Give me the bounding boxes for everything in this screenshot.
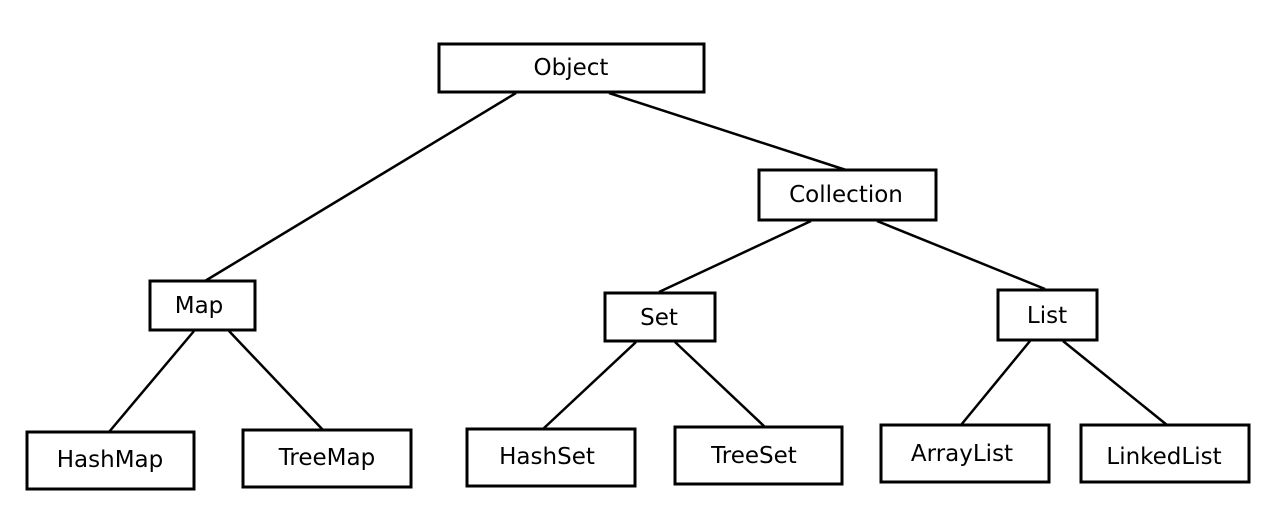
node-list-box <box>996 288 1099 342</box>
node-arraylist-label: ArrayList <box>911 441 1013 467</box>
node-object-box <box>437 42 706 94</box>
edge-object-map <box>204 91 517 283</box>
node-list-label: List <box>1027 303 1067 329</box>
node-arraylist: ArrayList <box>879 423 1051 484</box>
node-linkedlist-label: LinkedList <box>1106 444 1221 470</box>
node-set: Set <box>603 291 717 343</box>
edge-collection-list <box>876 219 1046 291</box>
edge-map-treemap <box>228 330 324 431</box>
node-hashmap-box <box>25 430 196 491</box>
edge-set-treeset <box>674 341 766 428</box>
node-treeset-label: TreeSet <box>710 443 797 469</box>
node-map-label: Map <box>175 293 224 319</box>
node-collection-box <box>757 168 938 222</box>
node-treemap-box <box>241 428 413 489</box>
node-set-box <box>603 291 717 343</box>
edge-map-hashmap <box>108 330 195 433</box>
edge-collection-set <box>658 219 812 294</box>
node-object-label: Object <box>534 55 609 81</box>
node-hashmap-label: HashMap <box>57 447 164 473</box>
node-hashset-label: HashSet <box>499 444 595 470</box>
node-linkedlist-box <box>1079 423 1251 484</box>
edge-object-collection <box>608 91 847 172</box>
node-hashset-box <box>465 427 637 488</box>
node-treemap-label: TreeMap <box>278 445 375 471</box>
node-object: Object <box>437 42 706 94</box>
node-treeset: TreeSet <box>673 425 844 486</box>
node-map-box <box>148 279 257 332</box>
node-hashset: HashSet <box>465 427 637 488</box>
edge-list-arraylist <box>960 340 1031 426</box>
edge-set-hashset <box>542 341 637 430</box>
node-set-label: Set <box>640 305 678 331</box>
edge-list-linkedlist <box>1062 340 1168 426</box>
node-collection: Collection <box>757 168 938 222</box>
node-treemap: TreeMap <box>241 428 413 489</box>
node-map: Map <box>148 279 257 332</box>
node-arraylist-box <box>879 423 1051 484</box>
node-list: List <box>996 288 1099 342</box>
node-linkedlist: LinkedList <box>1079 423 1251 484</box>
edges <box>108 91 1168 433</box>
node-treeset-box <box>673 425 844 486</box>
node-collection-label: Collection <box>789 182 903 208</box>
node-hashmap: HashMap <box>25 430 196 491</box>
